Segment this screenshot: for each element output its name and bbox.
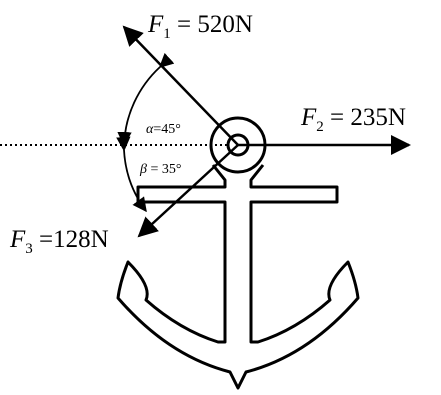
anchor-drawing <box>116 116 360 390</box>
force-f1-arrow <box>122 25 239 146</box>
force-f3-label: F3 =128N <box>9 226 109 257</box>
angle-beta-arc <box>116 136 147 213</box>
angle-alpha-arc <box>117 52 175 147</box>
force-f2-label: F2 = 235N <box>300 104 406 135</box>
force-f3-arrow <box>137 144 239 238</box>
force-f1-label: F1 = 520N <box>147 11 253 42</box>
angle-beta-label: β = 35° <box>139 162 181 177</box>
angle-alpha-label: α=45° <box>146 122 181 137</box>
anchor-stock-and-shank <box>116 164 360 390</box>
